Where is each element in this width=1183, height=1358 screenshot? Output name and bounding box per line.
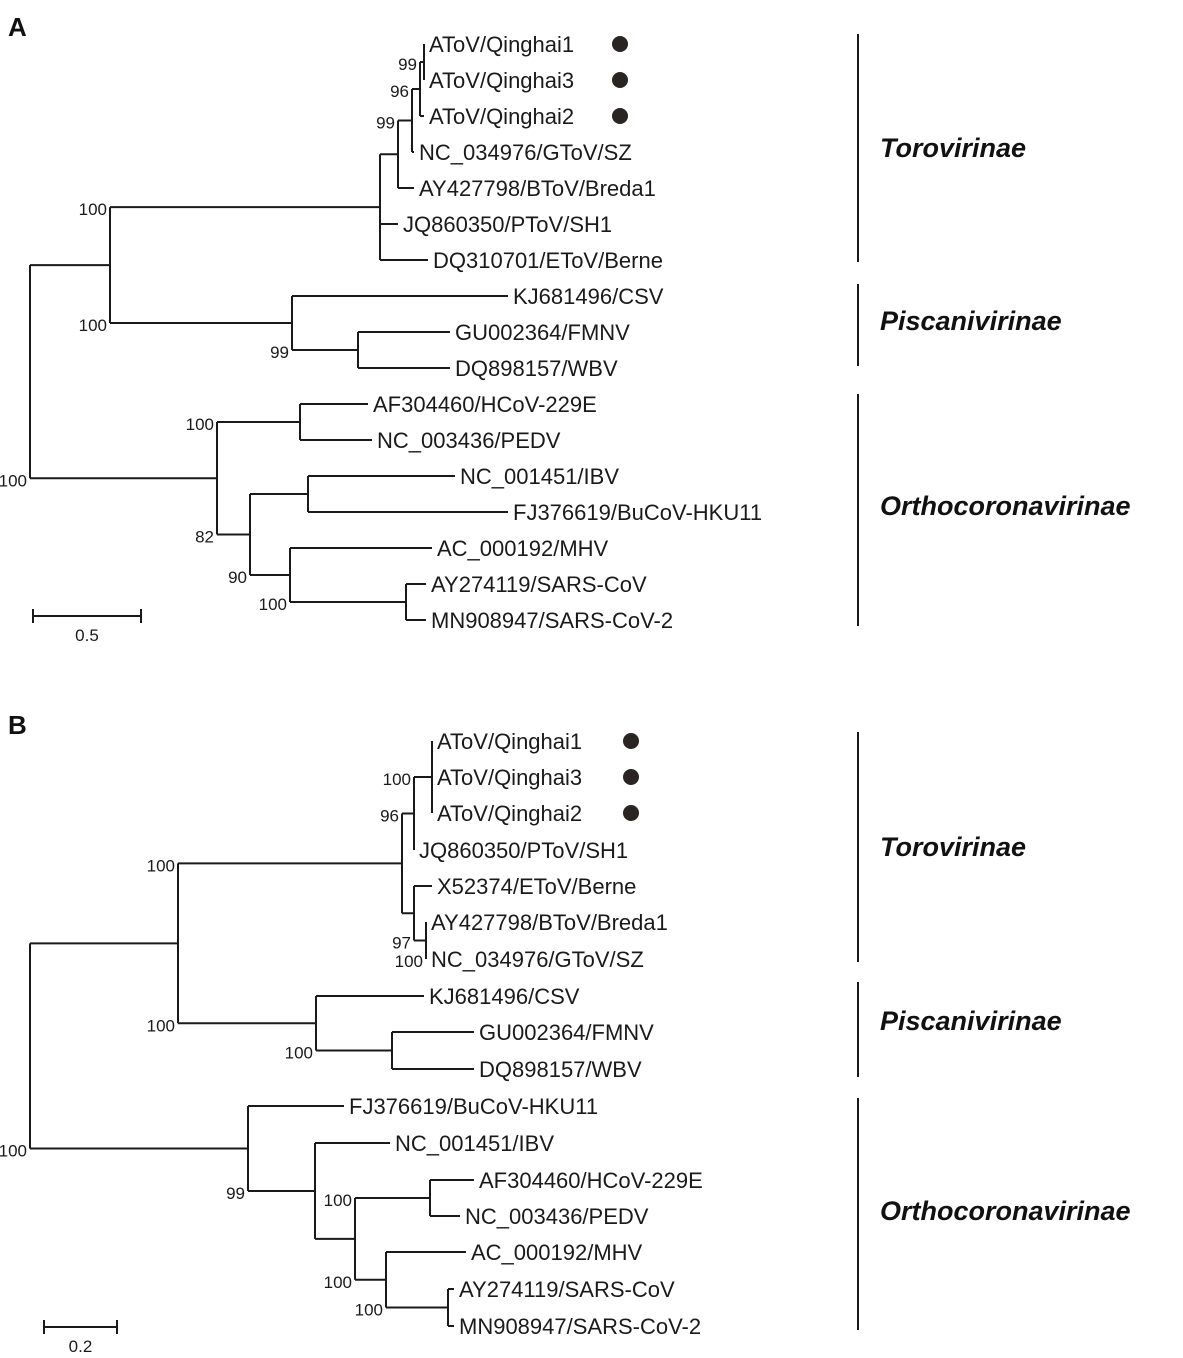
bootstrap-value: 100	[147, 1016, 175, 1035]
taxon-label: NC_001451/IBV	[460, 464, 619, 489]
taxon-label: FJ376619/BuCoV-HKU11	[513, 500, 762, 525]
panel-letter: B	[8, 710, 27, 740]
taxon-label: GU002364/FMNV	[455, 320, 630, 345]
bootstrap-value: 96	[380, 807, 399, 826]
taxon-label: AToV/Qinghai3	[437, 765, 582, 790]
bootstrap-value: 96	[390, 82, 409, 101]
study-strain-marker	[612, 72, 628, 88]
taxon-label: KJ681496/CSV	[513, 284, 664, 309]
taxon-label: MN908947/SARS-CoV-2	[431, 608, 673, 633]
subfamily-label: Torovirinae	[880, 832, 1026, 862]
bootstrap-value: 100	[79, 316, 107, 335]
taxon-label: AToV/Qinghai1	[429, 32, 574, 57]
bootstrap-value: 90	[228, 568, 247, 587]
panel-b-tree: B 100 96 100 AToV/Qinghai1AToV/Qinghai3AToV/…	[0, 710, 1131, 1356]
scale-bar-label: 0.5	[75, 626, 99, 645]
tree-branches	[29, 741, 474, 1327]
taxon-label: NC_003436/PEDV	[377, 428, 561, 453]
taxon-label: NC_003436/PEDV	[465, 1204, 649, 1229]
taxon-label: AY427798/BToV/Breda1	[419, 176, 656, 201]
taxon-label: MN908947/SARS-CoV-2	[459, 1314, 701, 1339]
taxon-label: AY274119/SARS-CoV	[459, 1277, 675, 1302]
subfamily-label: Torovirinae	[880, 133, 1026, 163]
taxon-label: KJ681496/CSV	[429, 984, 580, 1009]
taxon-label: FJ376619/BuCoV-HKU11	[349, 1094, 598, 1119]
bootstrap-value: 100	[383, 770, 411, 789]
taxon-label: AC_000192/MHV	[471, 1240, 643, 1265]
study-strain-marker	[623, 733, 639, 749]
bootstrap-value: 100	[355, 1301, 383, 1320]
subfamily-label: Orthocoronavirinae	[880, 491, 1131, 521]
bootstrap-value: 100	[79, 200, 107, 219]
scale-bar: 0.2	[43, 1320, 118, 1356]
taxon-label: AY274119/SARS-CoV	[431, 572, 647, 597]
taxon-label: AToV/Qinghai2	[437, 801, 582, 826]
bootstrap-value: 97	[392, 934, 411, 953]
bootstrap-value: 100	[285, 1044, 313, 1063]
taxon-label: JQ860350/PToV/SH1	[403, 212, 612, 237]
subfamily-label: Piscanivirinae	[880, 1006, 1062, 1036]
taxon-label: AToV/Qinghai3	[429, 68, 574, 93]
scale-bar: 0.5	[32, 609, 142, 645]
bootstrap-value: 99	[398, 55, 417, 74]
tree-branches	[29, 44, 508, 621]
panel-letter: A	[8, 12, 27, 42]
panel-a-tree: A 100 99 96 99 AToV/Qinghai1AToV/Qinghai3AToV…	[0, 12, 1131, 645]
bootstrap-value: 99	[376, 114, 395, 133]
study-strain-marker	[623, 769, 639, 785]
bootstrap-value: 100	[259, 595, 287, 614]
study-strain-marker	[612, 36, 628, 52]
taxon-label: DQ898157/WBV	[479, 1057, 642, 1082]
bootstrap-value: 100	[324, 1273, 352, 1292]
bootstrap-value: 100	[395, 952, 423, 971]
scale-bar-label: 0.2	[69, 1337, 93, 1356]
taxon-label: DQ898157/WBV	[455, 356, 618, 381]
taxon-label: X52374/EToV/Berne	[437, 874, 636, 899]
taxon-label: NC_001451/IBV	[395, 1131, 554, 1156]
bootstrap-value: 100	[324, 1191, 352, 1210]
bootstrap-value: 100	[186, 415, 214, 434]
study-strain-marker	[623, 805, 639, 821]
taxon-label: AY427798/BToV/Breda1	[431, 910, 668, 935]
bootstrap-value: 99	[270, 343, 289, 362]
taxon-label: AToV/Qinghai1	[437, 729, 582, 754]
study-strain-marker	[612, 108, 628, 124]
taxon-label: AC_000192/MHV	[437, 536, 609, 561]
bootstrap-value: 100	[147, 856, 175, 875]
bootstrap-value: 99	[226, 1184, 245, 1203]
taxon-label: NC_034976/GToV/SZ	[419, 140, 632, 165]
bootstrap-value: 82	[195, 528, 214, 547]
taxon-label: DQ310701/EToV/Berne	[433, 248, 663, 273]
taxon-label: NC_034976/GToV/SZ	[431, 947, 644, 972]
taxon-label: GU002364/FMNV	[479, 1020, 654, 1045]
taxon-label: AToV/Qinghai2	[429, 104, 574, 129]
taxon-label: JQ860350/PToV/SH1	[419, 838, 628, 863]
subfamily-label: Orthocoronavirinae	[880, 1196, 1131, 1226]
taxon-label: AF304460/HCoV-229E	[373, 392, 597, 417]
taxon-label: AF304460/HCoV-229E	[479, 1168, 703, 1193]
subfamily-label: Piscanivirinae	[880, 306, 1062, 336]
bootstrap-value: 100	[0, 1141, 27, 1160]
bootstrap-value: 100	[0, 471, 27, 490]
